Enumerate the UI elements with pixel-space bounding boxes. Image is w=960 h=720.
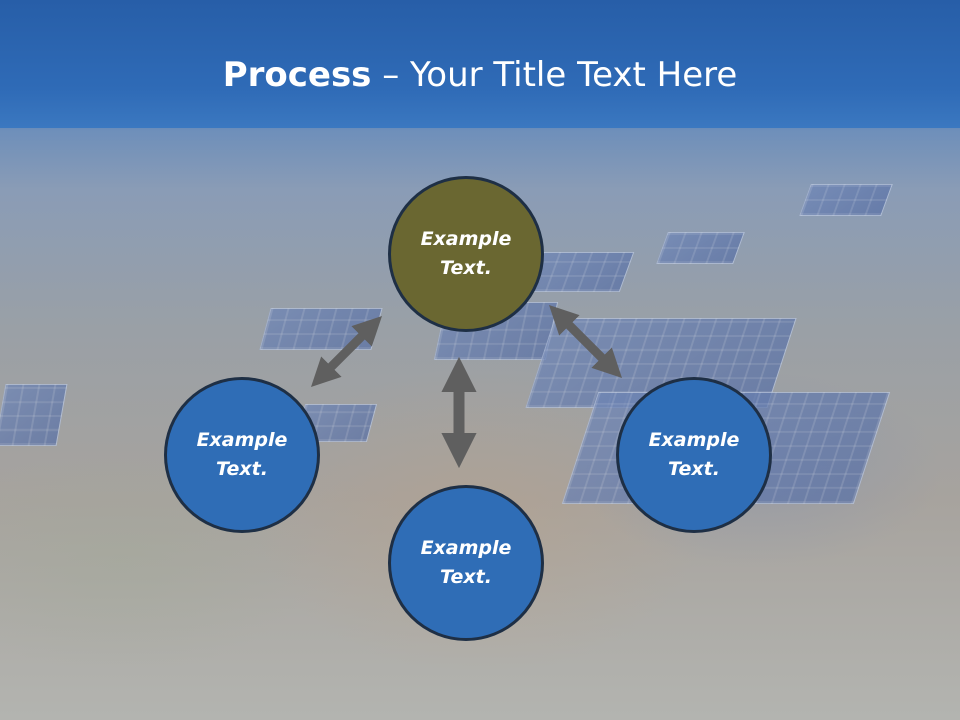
process-circle-right: Example Text. — [616, 377, 772, 533]
circle-text: Example Text. — [420, 228, 512, 279]
process-circle-bottom: Example Text. — [388, 485, 544, 641]
circle-text: Example Text. — [648, 429, 740, 480]
title-bar — [0, 0, 960, 128]
double-arrow-left — [310, 315, 383, 388]
circle-text: Example Text. — [196, 429, 288, 480]
slide-title: Process – Your Title Text Here — [0, 52, 960, 98]
title-bold: Process — [222, 55, 372, 95]
title-rest: – Your Title Text Here — [371, 55, 738, 95]
double-arrow-right — [548, 304, 623, 379]
circle-text: Example Text. — [420, 537, 512, 588]
process-circle-left: Example Text. — [164, 377, 320, 533]
process-circle-top: Example Text. — [388, 176, 544, 332]
